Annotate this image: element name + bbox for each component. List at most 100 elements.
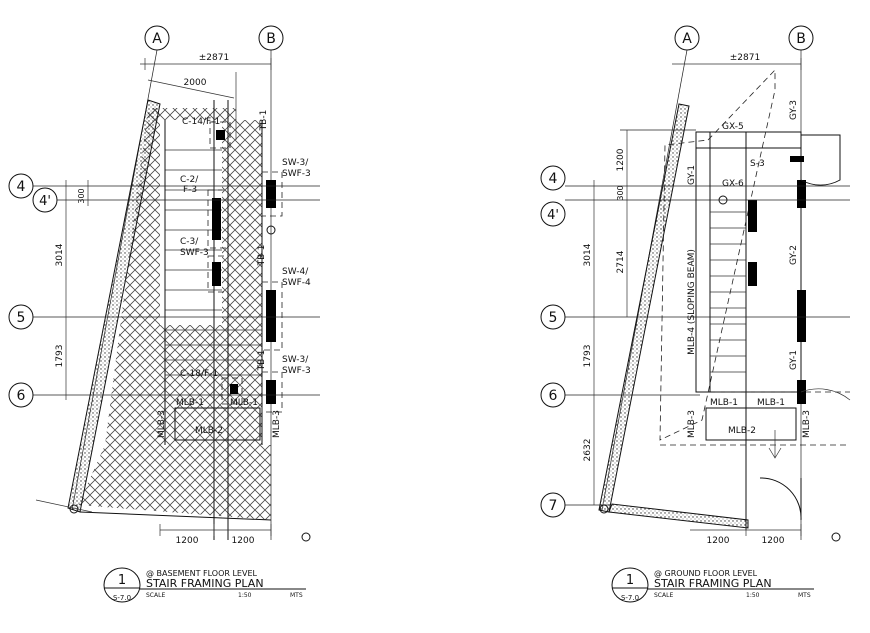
wall-sw4 xyxy=(266,290,276,342)
label-swf3b: SWF-3 xyxy=(282,169,311,179)
column-c18 xyxy=(230,384,238,394)
label-gy2: GY-2 xyxy=(789,245,799,265)
dim-1200-right: 1200 xyxy=(616,148,626,171)
svg-text:A: A xyxy=(152,31,162,47)
grid-bubble-a: A xyxy=(144,25,170,51)
label-swf4: SWF-4 xyxy=(282,278,311,288)
svg-text:6: 6 xyxy=(549,388,558,404)
wall-sw3-low xyxy=(266,380,276,404)
label-tb1-top: TB-1 xyxy=(259,110,269,132)
dim-top-right: ±2871 xyxy=(730,53,760,63)
svg-text:MTS: MTS xyxy=(798,592,811,599)
label-mlb2-right: MLB-2 xyxy=(728,426,756,436)
label-gx6: GX-6 xyxy=(722,179,744,189)
label-sw4: SW-4/ xyxy=(282,267,309,277)
dim-3014: 3014 xyxy=(55,243,65,266)
title-block-right: 1 S-7.0 @ GROUND FLOOR LEVEL STAIR FRAMI… xyxy=(611,567,814,603)
dim-2632-right: 2632 xyxy=(583,439,593,462)
grid-bubble-4-right: 4 xyxy=(540,165,566,191)
grid-bubble-b-right: B xyxy=(788,25,814,51)
label-swf3c: SWF-3 xyxy=(282,366,311,376)
dim-bottom-1: 1200 xyxy=(176,536,199,546)
svg-text:7: 7 xyxy=(549,498,558,514)
grid-bubble-4: 4 xyxy=(8,173,34,199)
column-gy3-top xyxy=(797,180,806,208)
landing-box xyxy=(174,407,261,441)
dim-1793: 1793 xyxy=(55,345,65,368)
svg-text:B: B xyxy=(796,31,806,47)
svg-text:SCALE: SCALE xyxy=(146,592,165,599)
grid-bubble-4prime: 4' xyxy=(32,187,58,213)
label-s3: S-3 xyxy=(750,159,765,169)
label-sw3a: SW-3/ xyxy=(282,158,309,168)
svg-text:A: A xyxy=(682,31,692,47)
grid-bubble-4prime-right: 4' xyxy=(540,201,566,227)
svg-text:4': 4' xyxy=(39,194,51,209)
dim-300: 300 xyxy=(77,188,86,203)
label-mlb3-right: MLB-3 xyxy=(687,410,697,438)
label-mlb3: MLB-3 xyxy=(157,410,167,438)
svg-text:STAIR FRAMING PLAN: STAIR FRAMING PLAN xyxy=(654,577,772,590)
label-gy3: GY-3 xyxy=(789,100,799,120)
svg-text:4: 4 xyxy=(549,171,558,187)
column-s3 xyxy=(790,156,804,162)
title-block-left: 1 S-7.0 @ BASEMENT FLOOR LEVEL STAIR FRA… xyxy=(103,567,306,603)
landing-box-right xyxy=(705,407,797,441)
stair-treads-right xyxy=(710,211,746,373)
svg-text:S-7.0: S-7.0 xyxy=(113,594,131,602)
label-mlb4: MLB-4 (SLOPING BEAM) xyxy=(687,249,697,355)
label-c2: C-2/ xyxy=(180,175,199,185)
svg-text:5: 5 xyxy=(17,310,26,326)
svg-text:MTS: MTS xyxy=(290,592,303,599)
label-sw3b: SW-3/ xyxy=(282,355,309,365)
dim-bottom-2-right: 1200 xyxy=(762,536,785,546)
label-tb1-mid: TB-1 xyxy=(257,245,267,267)
svg-text:1:50: 1:50 xyxy=(746,592,760,599)
label-mlb1a: MLB-1 xyxy=(176,398,204,408)
grid-bubble-5: 5 xyxy=(8,304,34,330)
grid-bubble-a-right: A xyxy=(674,25,700,51)
dim-bottom-1-right: 1200 xyxy=(707,536,730,546)
wall-band-right xyxy=(598,103,690,513)
grid-bubble-6-right: 6 xyxy=(540,382,566,408)
left-plan: A B ±2871 2000 xyxy=(8,25,320,603)
label-c3: C-3/ xyxy=(180,237,199,247)
label-gx5: GX-5 xyxy=(722,122,744,132)
column-ledge-2 xyxy=(748,262,757,286)
dim-1793-right: 1793 xyxy=(583,345,593,368)
column-ledge-1 xyxy=(748,200,757,232)
dim-300-right: 300 xyxy=(616,185,625,200)
label-gy1-top: GY-1 xyxy=(687,165,697,185)
svg-text:4: 4 xyxy=(17,179,26,195)
column-gy2 xyxy=(797,290,806,342)
label-c18: C-18/F-1 xyxy=(180,369,218,379)
dim-bottom-2: 1200 xyxy=(232,536,255,546)
grid-bubble-7-right: 7 xyxy=(540,492,566,518)
dim-top: ±2871 xyxy=(199,53,229,63)
dim-3014-right: 3014 xyxy=(583,243,593,266)
label-mlb1b: MLB-1 xyxy=(230,398,258,408)
grid-bubble-b: B xyxy=(258,25,284,51)
sloping-outline xyxy=(659,69,776,441)
svg-text:SCALE: SCALE xyxy=(654,592,673,599)
label-mlb-right-edge: MLB-3 xyxy=(802,410,812,438)
svg-text:4': 4' xyxy=(547,208,559,223)
right-plan: A B ±2871 xyxy=(540,25,851,603)
label-tb1-low: TB-1 xyxy=(257,350,267,372)
label-c14: C-14/F-1 xyxy=(182,117,220,127)
label-mlb1b-right: MLB-1 xyxy=(757,398,785,408)
door-arc-top xyxy=(800,134,841,186)
svg-text:STAIR FRAMING PLAN: STAIR FRAMING PLAN xyxy=(146,577,264,590)
slab-hatch-lower xyxy=(78,445,271,520)
label-gy1-low: GY-1 xyxy=(789,350,799,370)
svg-text:1: 1 xyxy=(118,573,126,588)
svg-text:B: B xyxy=(266,31,276,47)
slab-hatch-upper xyxy=(148,108,262,445)
grid-bubble-5-right: 5 xyxy=(540,304,566,330)
wall-sw3-top xyxy=(266,180,276,208)
label-mlb1a-right: MLB-1 xyxy=(710,398,738,408)
svg-text:6: 6 xyxy=(17,388,26,404)
svg-text:1: 1 xyxy=(626,573,634,588)
grid-bubble-6: 6 xyxy=(8,382,34,408)
